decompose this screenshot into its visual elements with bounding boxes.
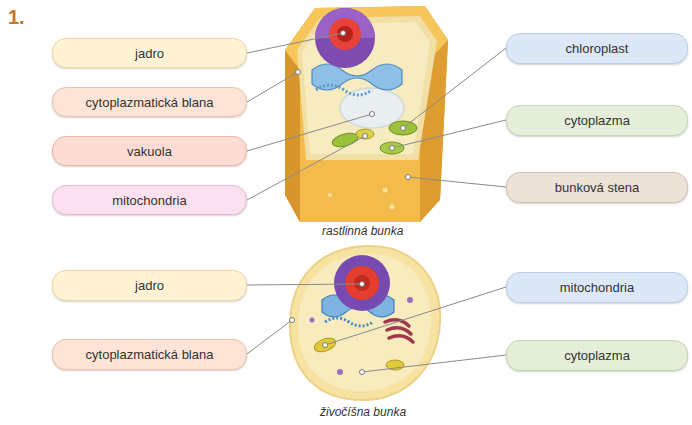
- part-name: mitochondria: [550, 280, 644, 295]
- label-box: mitochondria: [52, 185, 247, 215]
- plant-cell: [285, 6, 448, 222]
- label-box: chloroplast: [506, 33, 688, 64]
- part-name: mitochondria: [102, 193, 196, 208]
- cell-caption: živočíšna bunka: [320, 405, 406, 419]
- label-box: cytoplazmatická blana: [52, 339, 247, 370]
- exercise-number: 1.: [8, 6, 25, 29]
- leader-dots: [290, 31, 411, 375]
- part-name: jadro: [125, 46, 174, 61]
- label-box: vakuola: [52, 136, 247, 166]
- label-box: jadro: [52, 38, 247, 68]
- label-box: cytoplazma: [506, 340, 688, 371]
- part-name: chloroplast: [556, 41, 639, 56]
- part-name: cytoplazmatická blana: [76, 347, 224, 362]
- label-box: bunková stena: [506, 172, 688, 203]
- label-box: mitochondria: [506, 272, 688, 303]
- part-name: bunková stena: [545, 180, 650, 195]
- part-name: jadro: [125, 278, 174, 293]
- leader-lines: [247, 33, 506, 372]
- part-name: vakuola: [117, 144, 182, 159]
- label-box: cytoplazmatická blana: [52, 87, 247, 117]
- label-box: jadro: [52, 270, 247, 301]
- cell-caption: rastlinná bunka: [322, 224, 403, 238]
- label-box: cytoplazma: [506, 105, 688, 136]
- animal-cell: [290, 246, 440, 400]
- part-name: cytoplazmatická blana: [76, 95, 224, 110]
- part-name: cytoplazma: [554, 113, 640, 128]
- part-name: cytoplazma: [554, 348, 640, 363]
